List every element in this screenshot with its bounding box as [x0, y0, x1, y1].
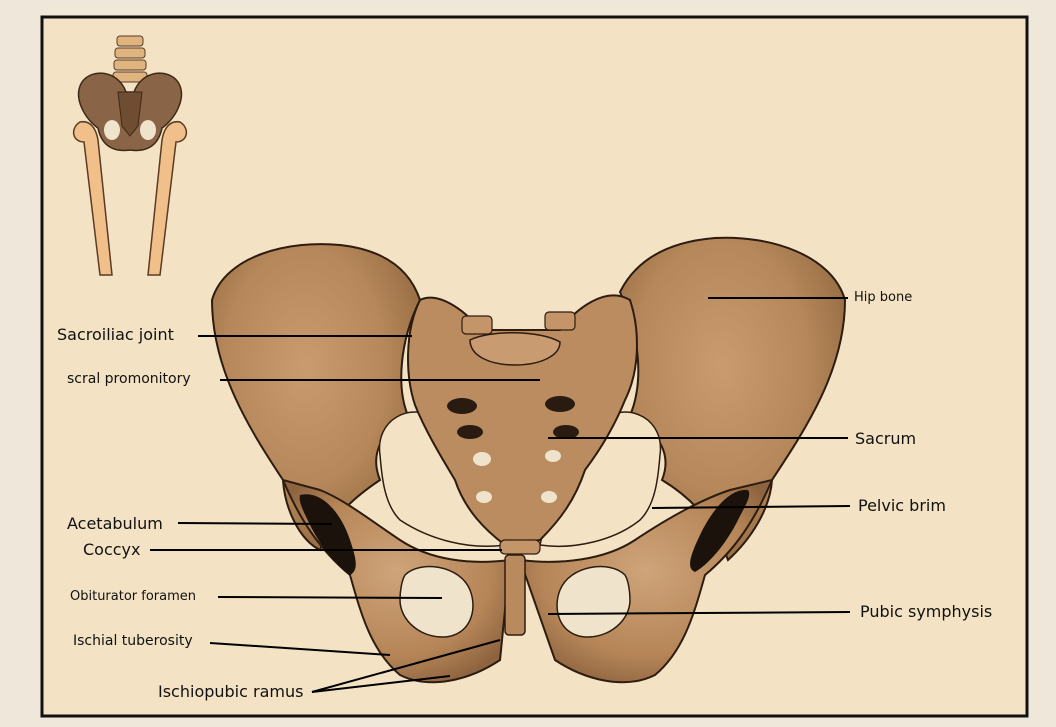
label-pubic-symphysis: Pubic symphysis: [860, 602, 992, 621]
coccyx-shape: [500, 540, 540, 554]
label-coccyx: Coccyx: [83, 540, 141, 559]
label-sacral-promontory: scral promonitory: [67, 371, 191, 387]
label-sacroiliac-joint: Sacroiliac joint: [57, 325, 174, 344]
label-ischial-tuberosity: Ischial tuberosity: [73, 633, 193, 649]
label-hip-bone: Hip bone: [854, 290, 912, 305]
label-acetabulum: Acetabulum: [67, 514, 163, 533]
label-obturator-foramen: Obiturator foramen: [70, 589, 196, 604]
label-pelvic-brim: Pelvic brim: [858, 496, 946, 515]
pubic-symphysis-shape: [505, 555, 525, 635]
label-sacrum: Sacrum: [855, 429, 916, 448]
label-ischiopubic-ramus: Ischiopubic ramus: [158, 682, 303, 701]
